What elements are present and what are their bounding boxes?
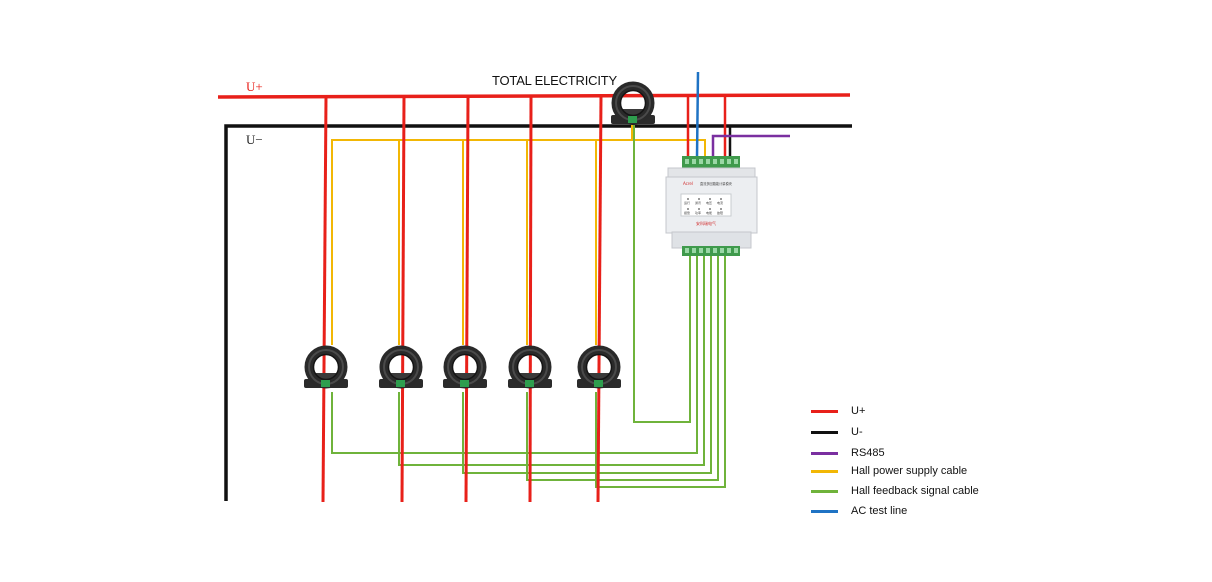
hall-sensor-icon <box>443 350 487 388</box>
hall-power-cables <box>331 125 706 345</box>
module-indicator: 电能 <box>706 210 712 215</box>
bus-minus-label: U− <box>246 132 263 147</box>
module-indicator: 故障 <box>717 210 723 215</box>
legend-swatch <box>811 510 838 513</box>
module-indicator: 通讯 <box>695 200 701 205</box>
hall-sensor-icon <box>611 86 655 124</box>
bus-minus-line <box>224 124 852 501</box>
module-indicator: 运行 <box>684 200 690 205</box>
legend-swatch <box>811 452 838 455</box>
hall-sensor-icon <box>304 350 348 388</box>
legend-swatch <box>811 431 838 434</box>
bus-plus-line <box>217 93 851 99</box>
bus-plus-label: U+ <box>246 79 263 94</box>
hall-feedback-cables <box>331 125 726 488</box>
rs485-line <box>711 134 790 158</box>
legend-label: RS485 <box>851 447 885 459</box>
module-brand: Acrel <box>683 181 693 186</box>
module-supply-lines <box>686 96 732 158</box>
module-indicator: 电流 <box>717 200 723 205</box>
metering-module-icon: Acrel 直流多回路能计量模块 运行 通讯 电压 电流 报警 功率 电能 故障… <box>665 156 758 256</box>
legend-label: Hall feedback signal cable <box>851 485 979 497</box>
legend-swatch <box>811 490 838 493</box>
module-indicator: 电压 <box>706 200 712 205</box>
legend-swatch <box>811 410 838 413</box>
legend-label: U+ <box>851 405 866 417</box>
legend-swatch <box>811 470 838 473</box>
legend-label: U- <box>851 426 863 438</box>
total-electricity-label: TOTAL ELECTRICITY <box>492 73 617 88</box>
legend-label: AC test line <box>851 505 908 517</box>
module-title: 直流多回路能计量模块 <box>700 181 733 186</box>
branch-lines <box>321 95 603 503</box>
module-indicator: 功率 <box>695 210 701 215</box>
legend-label: Hall power supply cable <box>851 465 968 477</box>
module-indicator: 报警 <box>684 210 690 215</box>
module-company: 安科瑞电气 <box>696 220 716 226</box>
hall-sensor-icon <box>379 350 423 388</box>
ac-test-line <box>695 71 700 159</box>
